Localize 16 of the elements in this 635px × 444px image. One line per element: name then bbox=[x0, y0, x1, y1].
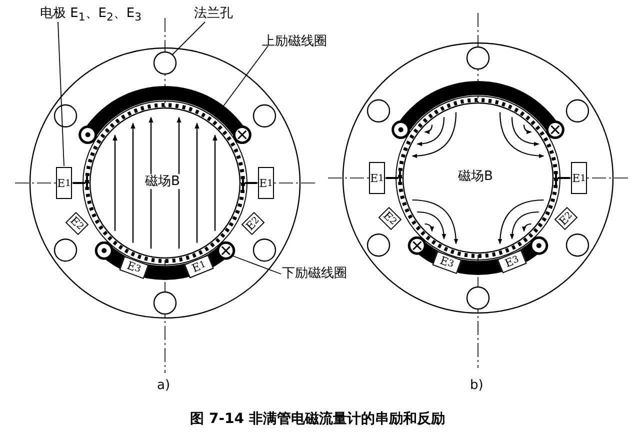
field-label: 磁场B bbox=[145, 174, 180, 189]
callout-label: 下励磁线圈 bbox=[282, 266, 347, 281]
flange-hole bbox=[153, 51, 177, 75]
subfigure-label: a) bbox=[157, 378, 170, 393]
field-label: 磁场B bbox=[458, 169, 493, 184]
leader-line bbox=[232, 256, 282, 274]
figure-caption: 图 7-14 非满管电磁流量计的串励和反励 bbox=[189, 412, 446, 427]
subfigure-label: b) bbox=[470, 378, 484, 393]
coil bbox=[392, 81, 564, 140]
leader-line bbox=[58, 22, 64, 166]
coil bbox=[78, 86, 252, 144]
leader-line bbox=[222, 46, 268, 108]
callout-label: 电极 E$_{1}$、E$_{2}$、E$_{3}$ bbox=[40, 6, 142, 25]
callout-label: 上励磁线圈 bbox=[262, 34, 327, 49]
leader-line bbox=[172, 22, 206, 56]
callout-label: 法兰孔 bbox=[194, 6, 233, 21]
